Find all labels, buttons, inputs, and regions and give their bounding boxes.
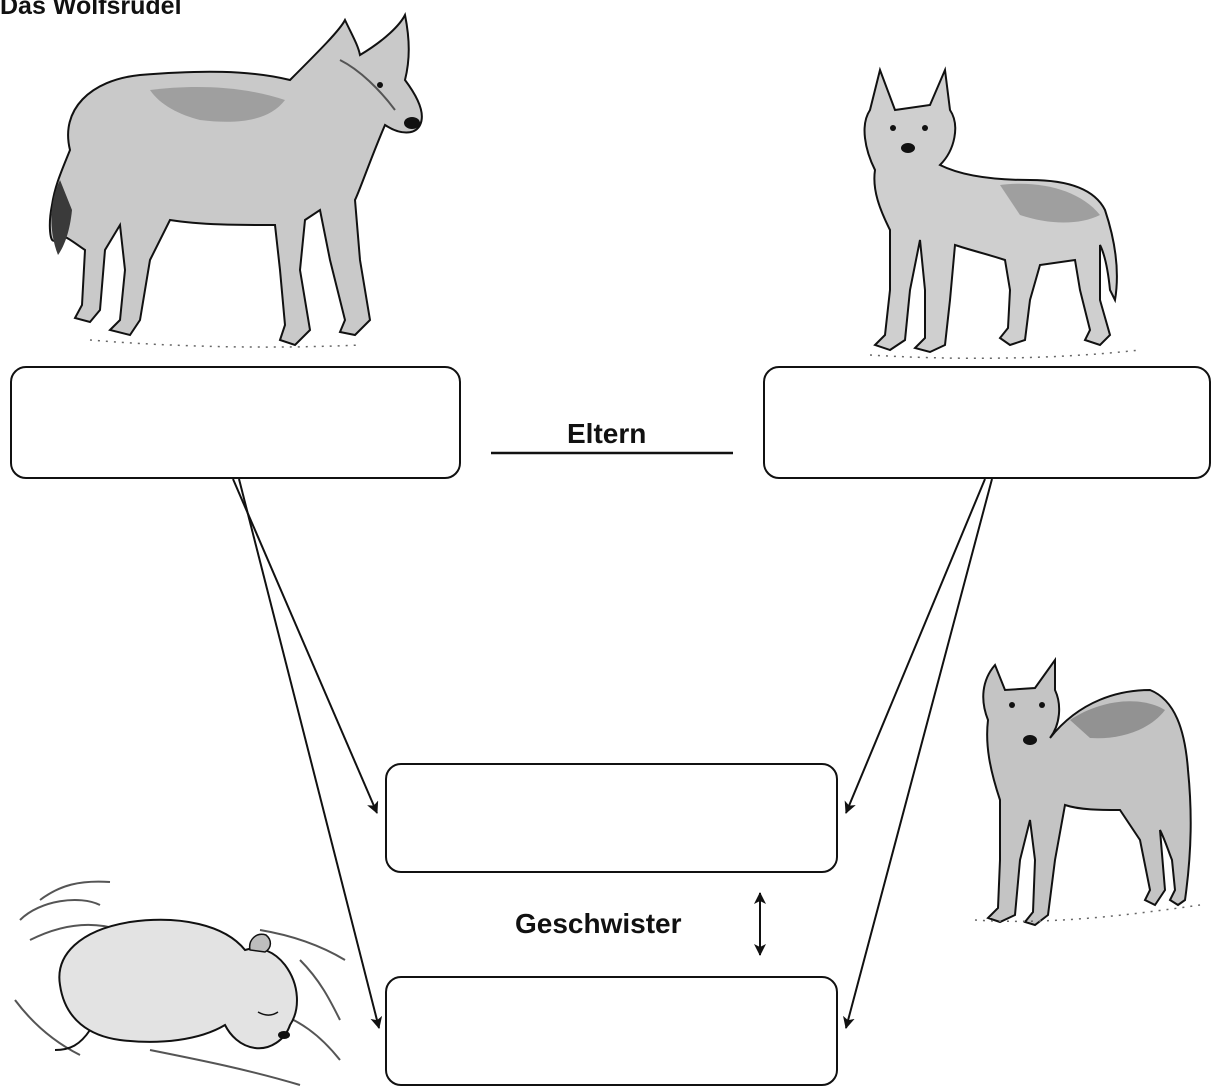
adult-wolf-left-icon — [48, 11, 423, 348]
arrow-left-parent-to-child-top — [232, 478, 379, 814]
parents-label: Eltern — [567, 418, 647, 449]
child-top-box[interactable] — [385, 763, 838, 873]
arrow-right-parent-to-child-top — [844, 478, 986, 814]
adult-wolf-right-icon — [863, 66, 1141, 360]
arrow-right-parent-to-child-bottom — [843, 478, 993, 1029]
siblings-label: Geschwister — [515, 908, 682, 939]
parent-left-box[interactable] — [10, 366, 461, 479]
parent-right-box[interactable] — [763, 366, 1211, 479]
sleeping-wolf-pup-icon — [14, 880, 346, 1086]
arrow-left-parent-to-child-bottom — [238, 478, 383, 1029]
young-wolf-icon — [974, 656, 1201, 927]
child-bottom-box[interactable] — [385, 976, 838, 1086]
worksheet-title: Das Wolfsrudel — [0, 0, 182, 20]
